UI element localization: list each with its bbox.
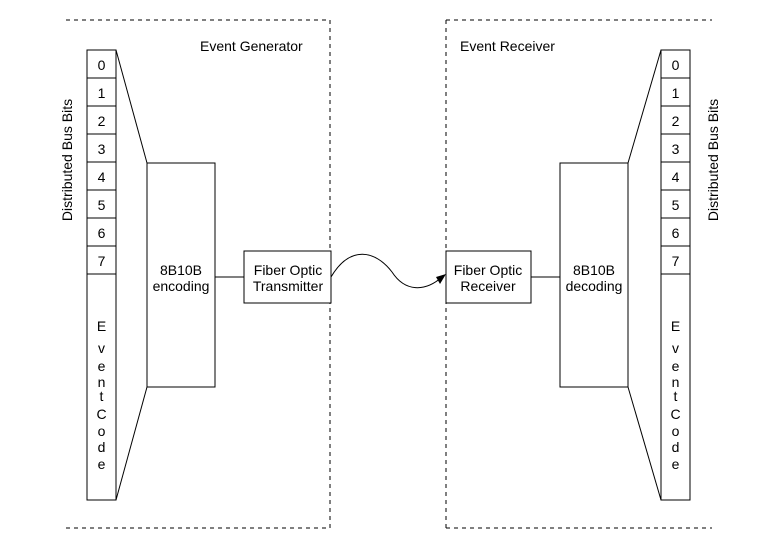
- fiber-cable-arrowhead: [436, 274, 446, 284]
- generator-bus-bit-label: 0: [98, 57, 106, 73]
- generator-bus-frame: [86, 49, 117, 501]
- generator-funnel-bottom-line: [115, 386, 148, 501]
- generator-bus-bit-label: 7: [98, 253, 106, 269]
- transmitter-label-line1: Fiber Optic: [254, 262, 322, 278]
- receiver-bus-bit-label: 1: [672, 85, 680, 101]
- receiver-bus-bit-label: 4: [672, 169, 680, 185]
- generator-event-code-letter: v: [98, 340, 105, 356]
- receiver-bus-frame: [660, 49, 691, 501]
- generator-event-code-letter: e: [98, 456, 106, 472]
- decoder-label-line1: 8B10B: [573, 262, 615, 278]
- receiver-fiber-block: Fiber Optic Receiver: [445, 250, 532, 304]
- generator-bus-bit-label: 5: [98, 197, 106, 213]
- generator-bus-bit-label: 2: [98, 113, 106, 129]
- decoder-block: 8B10B decoding: [559, 162, 629, 388]
- receiver-fiber-label-line2: Receiver: [460, 278, 516, 294]
- event-generator-region: Event Generator: [66, 19, 331, 529]
- decoder-label-line2: decoding: [566, 278, 623, 294]
- receiver-event-code-letter: o: [672, 423, 680, 439]
- receiver-event-code-letter: e: [672, 358, 680, 374]
- generator-funnel: [115, 49, 148, 501]
- generator-bus-bit-label: 4: [98, 169, 106, 185]
- encoder-box: [146, 162, 216, 388]
- event-receiver-region: Event Receiver: [445, 19, 712, 529]
- transmitter-box: [243, 250, 332, 304]
- encoder-block: 8B10B encoding: [146, 162, 216, 388]
- generator-bus-bit-label: 6: [98, 225, 106, 241]
- transmitter-block: Fiber Optic Transmitter: [243, 250, 332, 304]
- receiver-bus-bit-label: 0: [672, 57, 680, 73]
- generator-event-code-letter: t: [100, 388, 104, 404]
- fiber-optic-cable: [330, 253, 443, 289]
- generator-title: Event Generator: [200, 38, 303, 54]
- generator-event-code-letter: o: [98, 423, 106, 439]
- generator-event-code-letter: E: [97, 318, 106, 334]
- receiver-bus-bit-label: 5: [672, 197, 680, 213]
- generator-event-code-letter: C: [96, 406, 106, 422]
- receiver-fiber-box: [445, 250, 532, 304]
- receiver-bus-bit-label: 3: [672, 141, 680, 157]
- receiver-event-code-letter: v: [672, 340, 679, 356]
- receiver-funnel-top-line: [627, 49, 662, 164]
- receiver-bus-label: Distributed Bus Bits: [705, 99, 721, 221]
- receiver-event-code-letter: t: [674, 388, 678, 404]
- encoder-label-line1: 8B10B: [160, 262, 202, 278]
- receiver-bus-bit-label: 2: [672, 113, 680, 129]
- receiver-bus-bit-label: 7: [672, 253, 680, 269]
- receiver-event-code-letter: E: [671, 318, 680, 334]
- receiver-funnel: [627, 49, 662, 501]
- receiver-title: Event Receiver: [460, 38, 555, 54]
- generator-bus-label: Distributed Bus Bits: [59, 99, 75, 221]
- transmitter-label-line2: Transmitter: [253, 278, 324, 294]
- generator-bus-bit-label: 1: [98, 85, 106, 101]
- receiver-fiber-label-line1: Fiber Optic: [454, 262, 522, 278]
- generator-event-code-letter: e: [98, 358, 106, 374]
- generator-bus-bit-label: 3: [98, 141, 106, 157]
- generator-funnel-top-line: [115, 49, 148, 164]
- receiver-bus-bit-label: 6: [672, 225, 680, 241]
- encoder-label-line2: encoding: [153, 278, 210, 294]
- generator-event-code-letter: n: [98, 374, 106, 390]
- receiver-event-code-letter: C: [670, 406, 680, 422]
- generator-event-code-letter: d: [98, 439, 106, 455]
- receiver-event-code-letter: e: [672, 456, 680, 472]
- receiver-event-code-letter: n: [672, 374, 680, 390]
- decoder-box: [559, 162, 629, 388]
- receiver-event-code-letter: d: [672, 439, 680, 455]
- receiver-funnel-bottom-line: [627, 386, 662, 501]
